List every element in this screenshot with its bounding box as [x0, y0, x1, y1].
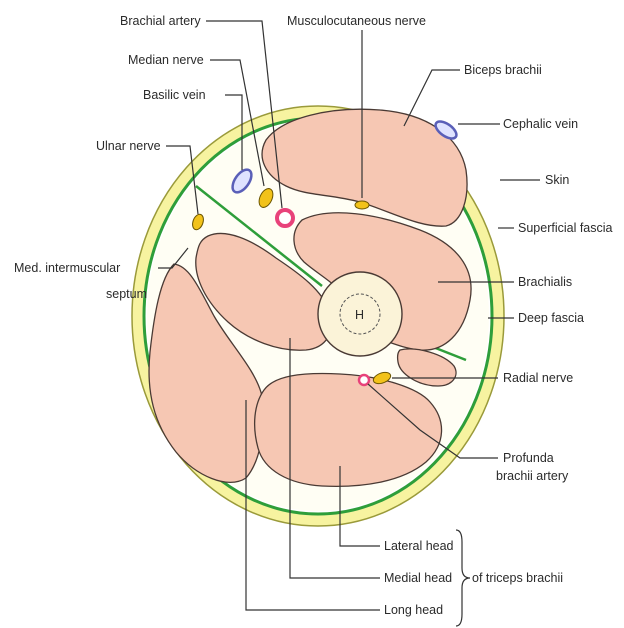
label-of-triceps-brachii: of triceps brachii [472, 571, 563, 585]
label-profunda-1: Profunda [503, 451, 554, 465]
label-deep-fascia: Deep fascia [518, 311, 584, 325]
humerus-label: H [355, 308, 364, 322]
label-radial-nerve: Radial nerve [503, 371, 573, 385]
triceps-brace [456, 530, 470, 626]
label-profunda-2: brachii artery [496, 469, 569, 483]
label-skin: Skin [545, 173, 569, 187]
profunda-brachii-artery [359, 375, 369, 385]
label-cephalic-vein: Cephalic vein [503, 117, 578, 131]
label-basilic-vein: Basilic vein [143, 88, 206, 102]
label-superficial-fascia: Superficial fascia [518, 221, 613, 235]
label-musculocutaneous-nerve: Musculocutaneous nerve [287, 14, 426, 28]
triceps-lateral-head-muscle [255, 374, 442, 487]
brachial-artery [277, 210, 293, 226]
label-long-head: Long head [384, 603, 443, 617]
label-lateral-head: Lateral head [384, 539, 454, 553]
label-brachial-artery: Brachial artery [120, 14, 201, 28]
label-med-intermuscular-septum-1: Med. intermuscular [14, 261, 120, 275]
label-median-nerve: Median nerve [128, 53, 204, 67]
label-medial-head: Medial head [384, 571, 452, 585]
musculocutaneous-nerve [355, 201, 369, 209]
label-brachialis: Brachialis [518, 275, 572, 289]
label-med-intermuscular-septum-2: septum [106, 287, 147, 301]
label-biceps-brachii: Biceps brachii [464, 63, 542, 77]
label-ulnar-nerve: Ulnar nerve [96, 139, 161, 153]
